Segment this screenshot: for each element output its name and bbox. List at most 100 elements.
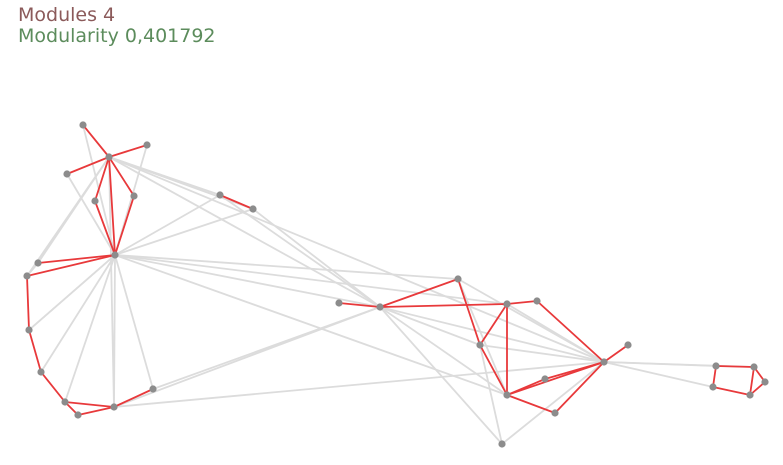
intra-module-edge — [219, 194, 254, 210]
graph-node[interactable] — [25, 326, 33, 334]
graph-node[interactable] — [551, 409, 559, 417]
inter-module-edge — [379, 306, 481, 346]
graph-node[interactable] — [23, 272, 31, 280]
inter-module-edge — [379, 306, 508, 396]
intra-module-edge — [715, 365, 755, 368]
intra-module-edge — [77, 406, 115, 416]
intra-module-edges — [26, 124, 766, 416]
intra-module-edge — [379, 278, 459, 308]
intra-module-edge — [544, 361, 605, 380]
graph-node[interactable] — [533, 297, 541, 305]
intra-module-edge — [554, 361, 605, 414]
inter-module-edge — [114, 254, 381, 308]
graph-nodes — [23, 121, 769, 448]
graph-node[interactable] — [61, 398, 69, 406]
graph-node[interactable] — [91, 197, 99, 205]
inter-module-edge — [114, 254, 459, 280]
graph-node[interactable] — [149, 385, 157, 393]
graph-node[interactable] — [130, 192, 138, 200]
intra-module-edge — [94, 200, 116, 256]
intra-module-edge — [113, 388, 154, 408]
graph-node[interactable] — [143, 141, 151, 149]
graph-node[interactable] — [600, 358, 608, 366]
intra-module-edge — [82, 124, 110, 158]
inter-module-edge — [506, 303, 605, 363]
inter-module-edge — [113, 361, 605, 408]
graph-node[interactable] — [110, 403, 118, 411]
inter-module-edge — [108, 156, 605, 363]
graph-node[interactable] — [63, 170, 71, 178]
inter-module-edge — [379, 306, 605, 363]
graph-node[interactable] — [216, 191, 224, 199]
graph-node[interactable] — [34, 259, 42, 267]
inter-module-edge — [64, 254, 116, 403]
inter-module-edge — [457, 278, 508, 396]
intra-module-edge — [506, 394, 556, 414]
intra-module-edge — [26, 254, 116, 277]
inter-module-edge — [603, 361, 714, 388]
inter-module-edge — [28, 254, 116, 331]
inter-module-edge — [114, 254, 508, 305]
inter-module-edge — [114, 208, 254, 256]
graph-node[interactable] — [761, 378, 769, 386]
intra-module-edge — [338, 302, 381, 308]
graph-node[interactable] — [476, 341, 484, 349]
graph-node[interactable] — [750, 363, 758, 371]
inter-module-edge — [40, 254, 116, 373]
intra-module-edge — [479, 344, 508, 396]
inter-module-edge — [108, 156, 115, 408]
intra-module-edge — [749, 366, 755, 396]
graph-node[interactable] — [376, 303, 384, 311]
graph-node[interactable] — [105, 153, 113, 161]
graph-node[interactable] — [37, 368, 45, 376]
intra-module-edge — [506, 300, 538, 305]
intra-module-edge — [712, 386, 751, 396]
intra-module-edge — [26, 275, 30, 331]
modularity-value: Modularity 0,401792 — [18, 25, 216, 47]
graph-node[interactable] — [541, 375, 549, 383]
inter-module-edge — [108, 156, 381, 308]
intra-module-edge — [114, 195, 135, 256]
graph-summary: Modules 4 Modularity 0,401792 — [18, 5, 216, 47]
graph-node[interactable] — [503, 391, 511, 399]
intra-module-edge — [94, 156, 110, 202]
intra-module-edge — [28, 329, 42, 373]
graph-node[interactable] — [503, 300, 511, 308]
graph-node[interactable] — [709, 383, 717, 391]
intra-module-edge — [379, 303, 508, 308]
modules-count: Modules 4 — [18, 4, 116, 26]
intra-module-edge — [479, 303, 508, 346]
graph-node[interactable] — [746, 391, 754, 399]
inter-module-edge — [66, 173, 116, 256]
graph-node[interactable] — [712, 362, 720, 370]
intra-module-edge — [536, 300, 605, 363]
intra-module-edge — [108, 156, 116, 256]
intra-module-edge — [37, 254, 116, 264]
graph-node[interactable] — [249, 205, 257, 213]
intra-module-edge — [108, 144, 148, 158]
graph-node[interactable] — [79, 121, 87, 129]
inter-module-edge — [152, 306, 381, 390]
inter-module-edge — [379, 306, 503, 445]
inter-module-edge — [114, 254, 508, 396]
intra-module-edge — [603, 344, 629, 363]
graph-node[interactable] — [454, 275, 462, 283]
inter-module-edge — [501, 361, 605, 445]
inter-module-edge — [114, 254, 154, 390]
inter-module-edge — [26, 156, 110, 277]
graph-node[interactable] — [335, 299, 343, 307]
graph-node[interactable] — [111, 251, 119, 259]
graph-node[interactable] — [624, 341, 632, 349]
intra-module-edge — [40, 371, 66, 403]
inter-module-edge — [479, 344, 605, 363]
graph-node[interactable] — [74, 411, 82, 419]
intra-module-edge — [64, 401, 115, 408]
graph-node[interactable] — [498, 440, 506, 448]
inter-module-edge — [219, 194, 381, 308]
inter-module-edge — [113, 254, 116, 408]
intra-module-edge — [506, 378, 546, 396]
intra-module-edge — [66, 156, 110, 175]
inter-module-edge — [479, 344, 503, 445]
intra-module-edge — [108, 156, 135, 197]
